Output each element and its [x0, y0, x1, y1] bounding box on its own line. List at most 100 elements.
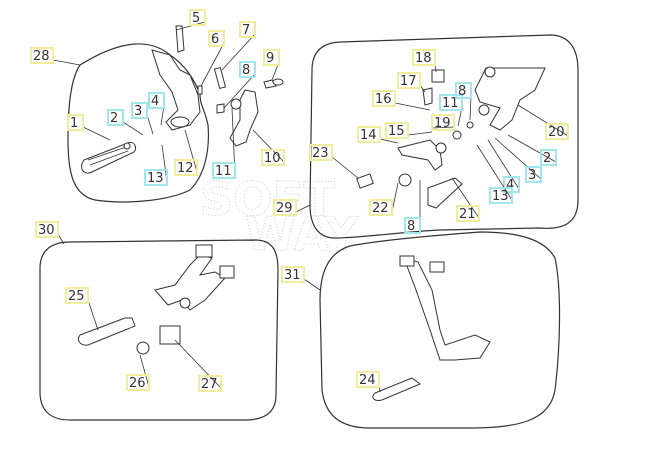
callout-box [404, 217, 421, 234]
callout-12: 12 [174, 129, 198, 176]
callout-number: 25 [68, 289, 85, 304]
leader-line [494, 137, 542, 180]
callout-box [309, 144, 333, 161]
callout-number: 6 [211, 32, 219, 47]
callout-box [397, 72, 421, 89]
callout-number: 11 [215, 164, 232, 179]
callout-box [198, 375, 222, 392]
callout-number: 2 [110, 111, 118, 126]
callout-box [456, 205, 480, 222]
callout-number: 16 [375, 92, 392, 107]
callout-number: 20 [548, 125, 565, 140]
callout-number: 11 [442, 96, 459, 111]
callout-20: 20 [517, 104, 569, 140]
footpeg-1 [81, 141, 137, 174]
assembly-30-outline [39, 239, 279, 421]
callout-box [35, 221, 59, 238]
callout-27: 27 [174, 339, 222, 392]
callout-number: 24 [359, 373, 376, 388]
callout-number: 26 [129, 376, 146, 391]
callout-31: 31 [281, 266, 321, 291]
callout-number: 8 [407, 219, 415, 234]
callout-number: 19 [434, 116, 451, 131]
leader-line [517, 104, 569, 137]
callout-4: 4 [487, 139, 520, 193]
leader-line [407, 131, 433, 136]
callout-number: 8 [242, 63, 250, 78]
callout-number: 3 [528, 168, 536, 183]
callout-number: 12 [177, 161, 194, 176]
callout-28: 28 [30, 47, 81, 66]
leader-line [331, 156, 359, 179]
bolt-5 [175, 25, 185, 53]
callout-number: 28 [33, 49, 50, 64]
callout-box [439, 94, 463, 111]
leader-line [476, 144, 513, 201]
callout-11: 11 [212, 107, 236, 179]
leader-line [469, 94, 472, 121]
callout-8: 8 [455, 82, 472, 121]
callout-2: 2 [107, 109, 144, 136]
assembly-31-outline [319, 231, 561, 429]
leader-line [87, 299, 99, 331]
leader-line [394, 102, 431, 111]
callout-1: 1 [67, 114, 111, 141]
leader-line [52, 59, 81, 66]
callout-box [412, 49, 436, 66]
spring-6-7 [197, 66, 227, 95]
callout-box [489, 187, 513, 204]
callout-box [239, 61, 256, 78]
callout-box [65, 287, 89, 304]
callout-number: 1 [70, 116, 78, 131]
callout-18: 18 [412, 49, 437, 73]
callout-number: 15 [388, 124, 405, 139]
leader-line [174, 339, 222, 389]
callout-16: 16 [372, 90, 431, 111]
callout-number: 27 [201, 377, 218, 392]
callout-14: 14 [357, 126, 399, 144]
callout-box [281, 266, 305, 283]
bracket-12 [151, 49, 201, 131]
callout-number: 17 [400, 74, 417, 89]
callout-number: 31 [284, 268, 301, 283]
callout-box [455, 82, 472, 99]
watermark: WAY [245, 207, 359, 261]
watermark: SOFT [200, 172, 336, 226]
callout-29: 29 [273, 199, 311, 216]
callout-22: 22 [369, 182, 399, 216]
callout-7: 7 [221, 21, 256, 71]
callout-8: 8 [404, 180, 421, 234]
right-bracket-20 [356, 66, 546, 209]
assembly-30-parts [77, 244, 235, 355]
callout-number: 13 [147, 171, 164, 186]
callout-box [357, 126, 381, 143]
callout-number: 23 [312, 146, 329, 161]
callout-number: 8 [458, 84, 466, 99]
leader-line [295, 204, 311, 213]
leader-line [223, 73, 256, 109]
leader-line [451, 177, 480, 219]
callout-number: 3 [134, 104, 142, 119]
leader-line [221, 33, 256, 71]
leader-line [507, 134, 557, 163]
callout-box [30, 47, 54, 64]
callout-9: 9 [263, 49, 280, 81]
callout-number: 18 [415, 51, 432, 66]
callout-8: 8 [223, 61, 256, 109]
leader-line [431, 126, 455, 129]
callout-box [148, 92, 165, 109]
callout-11: 11 [439, 94, 463, 127]
callout-number: 4 [151, 94, 159, 109]
leader-line [379, 138, 399, 144]
assembly-29-outline [309, 34, 579, 239]
callout-3: 3 [494, 137, 542, 183]
callout-30: 30 [35, 221, 65, 245]
leader-line [303, 278, 321, 291]
callout-box [212, 162, 236, 179]
callout-number: 9 [266, 51, 274, 66]
callout-box [525, 166, 542, 183]
callout-box [131, 102, 148, 119]
